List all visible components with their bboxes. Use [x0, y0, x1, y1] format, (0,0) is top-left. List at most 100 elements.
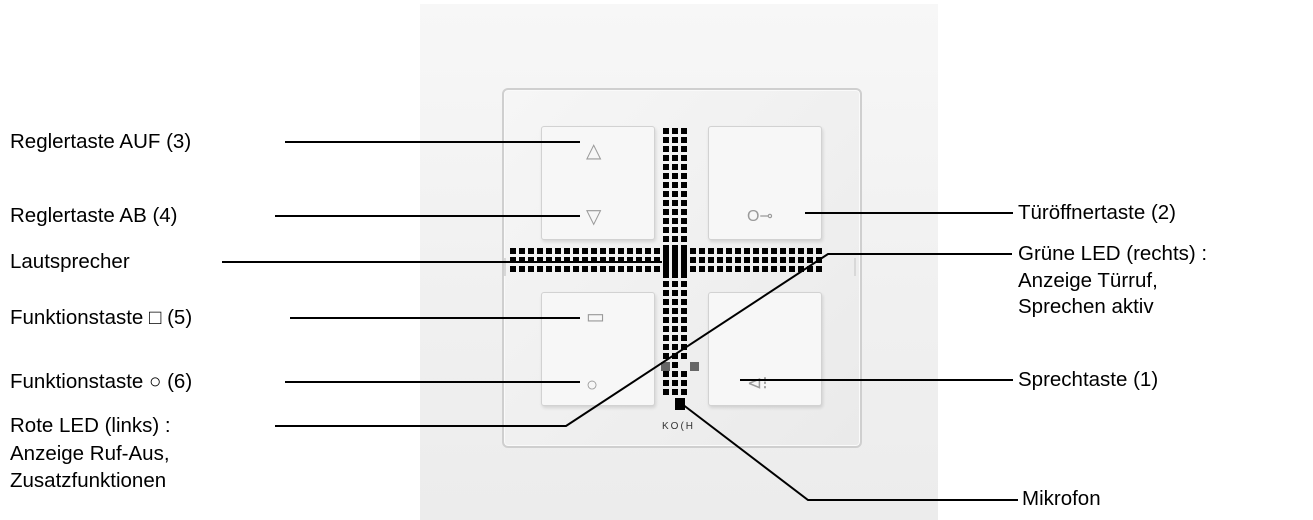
- grille-hole: [780, 266, 786, 272]
- grille-hole: [591, 248, 597, 254]
- grille-hole: [546, 248, 552, 254]
- grille-hole: [564, 257, 570, 263]
- grille-hole: [672, 281, 678, 287]
- grille-hole: [690, 248, 696, 254]
- grille-hole: [681, 326, 687, 332]
- grille-hole: [681, 380, 687, 386]
- grille-hole: [519, 266, 525, 272]
- grille-hole: [663, 326, 669, 332]
- grille-hole: [555, 257, 561, 263]
- grille-hole: [672, 218, 678, 224]
- grille-hole: [627, 257, 633, 263]
- grille-hole: [681, 308, 687, 314]
- grille-hole: [672, 200, 678, 206]
- grille-hole: [726, 248, 732, 254]
- grille-hole: [645, 266, 651, 272]
- grille-hole: [681, 191, 687, 197]
- grille-hole: [645, 257, 651, 263]
- grille-hole: [762, 266, 768, 272]
- grille-hole: [609, 257, 615, 263]
- grille-hole: [735, 257, 741, 263]
- grille-hole: [573, 248, 579, 254]
- grille-hole: [717, 248, 723, 254]
- grille-hole: [681, 344, 687, 350]
- grille-hole: [564, 266, 570, 272]
- grille-hole: [672, 362, 678, 368]
- grille-hole: [672, 353, 678, 359]
- grille-hole: [681, 272, 687, 278]
- grille-hole: [672, 137, 678, 143]
- grille-hole: [717, 266, 723, 272]
- grille-hole: [798, 248, 804, 254]
- grille-hole: [681, 155, 687, 161]
- grille-hole: [789, 248, 795, 254]
- grille-hole: [528, 248, 534, 254]
- grille-hole: [816, 266, 822, 272]
- grille-hole: [510, 248, 516, 254]
- grille-hole: [753, 257, 759, 263]
- grille-hole: [726, 266, 732, 272]
- grille-hole: [600, 257, 606, 263]
- grille-hole: [654, 248, 660, 254]
- grille-hole: [681, 353, 687, 359]
- grille-hole: [528, 266, 534, 272]
- label-door-key: Türöffnertaste (2): [1018, 201, 1176, 225]
- grille-hole: [555, 248, 561, 254]
- grille-hole: [753, 266, 759, 272]
- grille-hole: [708, 257, 714, 263]
- grille-hole: [663, 299, 669, 305]
- grille-hole: [672, 290, 678, 296]
- grille-hole: [681, 236, 687, 242]
- grille-hole: [663, 128, 669, 134]
- grille-hole: [672, 266, 678, 272]
- grille-hole: [663, 371, 669, 377]
- label-green-led-2: Anzeige Türruf,: [1018, 269, 1158, 293]
- grille-hole: [816, 248, 822, 254]
- grille-hole: [681, 257, 687, 263]
- grille-hole: [672, 272, 678, 278]
- grille-hole: [582, 257, 588, 263]
- grille-hole: [672, 182, 678, 188]
- grille-hole: [681, 200, 687, 206]
- grille-hole: [663, 290, 669, 296]
- grille-hole: [672, 227, 678, 233]
- label-red-led-2: Anzeige Ruf-Aus,: [10, 442, 170, 466]
- grille-hole: [672, 380, 678, 386]
- grille-hole: [636, 248, 642, 254]
- grille-hole: [591, 266, 597, 272]
- grille-hole: [663, 146, 669, 152]
- microphone: [675, 398, 685, 410]
- grille-hole: [510, 257, 516, 263]
- grille-hole: [672, 209, 678, 215]
- label-func6: Funktionstaste ○ (6): [10, 370, 192, 394]
- grille-hole: [672, 257, 678, 263]
- grille-hole: [672, 389, 678, 395]
- label-speaker: Lautsprecher: [10, 250, 130, 274]
- grille-hole: [672, 164, 678, 170]
- grille-hole: [699, 257, 705, 263]
- grille-hole: [519, 248, 525, 254]
- grille-hole: [627, 266, 633, 272]
- grille-hole: [672, 236, 678, 242]
- label-green-led-1: Grüne LED (rechts) :: [1018, 242, 1207, 266]
- grille-hole: [789, 266, 795, 272]
- grille-hole: [681, 173, 687, 179]
- grille-hole: [627, 248, 633, 254]
- grille-hole: [762, 257, 768, 263]
- grille-hole: [672, 326, 678, 332]
- brand-logo: KO(H: [662, 421, 695, 432]
- grille-hole: [780, 248, 786, 254]
- grille-hole: [681, 317, 687, 323]
- grille-hole: [672, 344, 678, 350]
- grille-hole: [528, 257, 534, 263]
- grille-hole: [807, 266, 813, 272]
- grille-hole: [510, 266, 516, 272]
- grille-hole: [663, 335, 669, 341]
- grille-hole: [663, 353, 669, 359]
- grille-hole: [537, 257, 543, 263]
- grille-hole: [708, 266, 714, 272]
- grille-hole: [663, 218, 669, 224]
- label-func5: Funktionstaste □ (5): [10, 306, 192, 330]
- grille-hole: [681, 299, 687, 305]
- grille-hole: [609, 266, 615, 272]
